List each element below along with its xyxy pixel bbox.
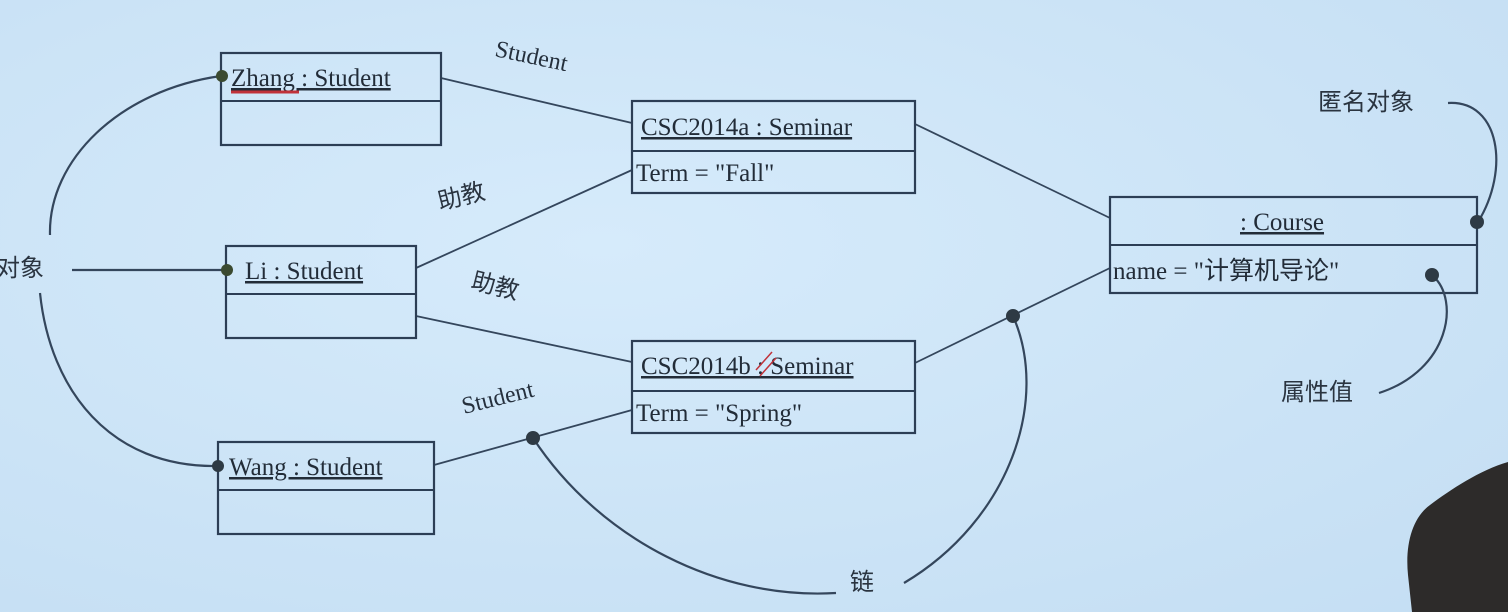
- role-label-student-zhang: Student: [493, 36, 570, 77]
- object-marker-dot: [212, 460, 224, 472]
- object-name: Wang : Student: [229, 454, 383, 481]
- role-label-ta-b: 助教: [469, 267, 522, 306]
- object-wang: Wang : Student: [216, 440, 436, 536]
- object-attribute: name = "计算机导论": [1113, 257, 1339, 285]
- object-box: [216, 440, 436, 536]
- callout-attribute-value: 属性值: [1281, 268, 1448, 406]
- link-zhang-seminar-a: [440, 77, 633, 124]
- callout-object-label: 对象: [0, 254, 44, 282]
- role-label-ta-a: 助教: [435, 177, 488, 216]
- callout-curve: [1447, 101, 1498, 223]
- callout-attr-value-label: 属性值: [1281, 378, 1353, 406]
- object-seminar-b: CSC2014b : Seminar Term = "Spring": [630, 339, 917, 435]
- attribute-marker-dot: [1425, 268, 1439, 282]
- object-course: : Course name = "计算机导论": [1108, 195, 1479, 295]
- presenter-silhouette: [1407, 462, 1508, 612]
- pen-mark: [755, 351, 777, 377]
- callout-object: 对象: [0, 70, 233, 472]
- callout-curve: [1378, 275, 1448, 395]
- role-label-student-wang: Student: [459, 377, 537, 420]
- object-box: [630, 99, 917, 195]
- link-li-seminar-b: [415, 315, 633, 363]
- callout-curve-left: [532, 437, 837, 595]
- object-attribute: Term = "Fall": [636, 160, 774, 187]
- object-box: [224, 244, 418, 340]
- callout-link: 链: [526, 309, 1028, 596]
- object-seminar-a: CSC2014a : Seminar Term = "Fall": [630, 99, 917, 195]
- anonymous-marker-dot: [1470, 215, 1484, 229]
- callout-curve-wang: [38, 292, 219, 468]
- object-zhang: Zhang : Student: [219, 51, 443, 147]
- callout-anonymous-object: 匿名对象: [1318, 88, 1498, 229]
- object-attribute: Term = "Spring": [636, 400, 802, 427]
- link-marker-dot: [1006, 309, 1020, 323]
- callout-curve-right: [903, 315, 1028, 584]
- object-marker-dot: [216, 70, 228, 82]
- object-name: : Course: [1240, 209, 1324, 236]
- link-marker-dot: [526, 431, 540, 445]
- callout-curve-zhang: [48, 74, 222, 236]
- object-marker-dot: [221, 264, 233, 276]
- callout-link-label: 链: [850, 568, 874, 596]
- object-li: Li : Student: [224, 244, 418, 340]
- link-seminar-a-course: [914, 123, 1111, 219]
- link-li-seminar-a: [415, 169, 633, 269]
- object-box: [219, 51, 443, 147]
- object-name: CSC2014a : Seminar: [641, 114, 853, 141]
- object-box: [630, 339, 917, 435]
- object-name: Li : Student: [245, 258, 363, 285]
- callout-anonymous-label: 匿名对象: [1318, 88, 1414, 116]
- object-name: CSC2014b : Seminar: [641, 353, 854, 380]
- object-name: Zhang : Student: [231, 65, 391, 92]
